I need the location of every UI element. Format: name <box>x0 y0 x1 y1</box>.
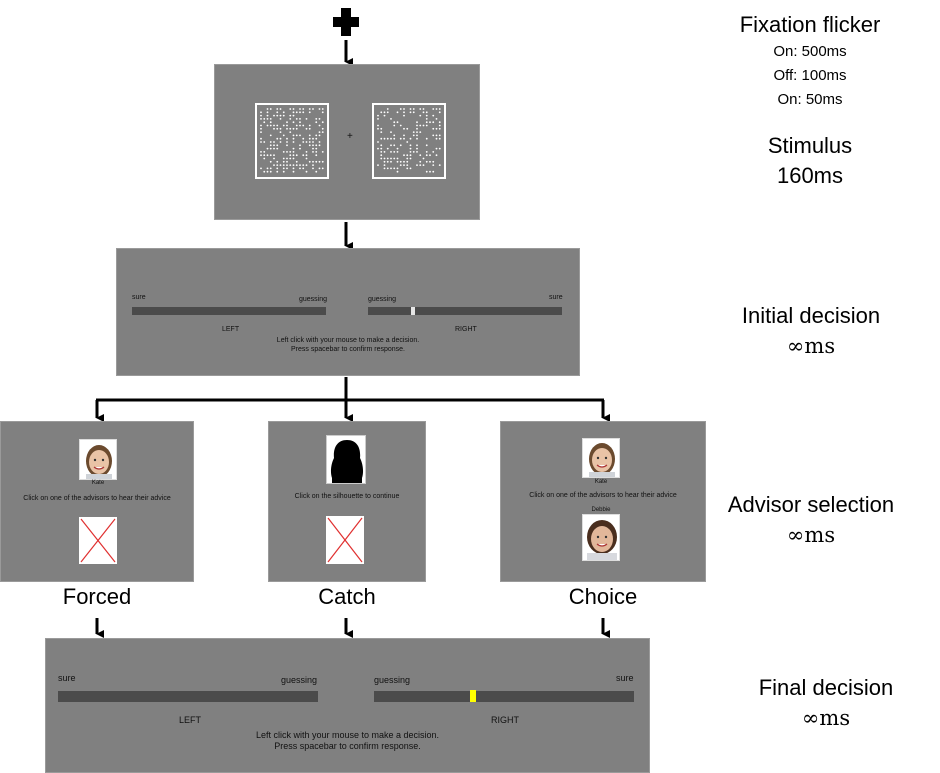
timing-fixation-line-1: On: 500ms <box>773 43 847 60</box>
face-icon <box>86 445 112 479</box>
choice-advisor-name-1: Kate <box>594 479 608 485</box>
silhouette-icon <box>330 440 364 483</box>
advisor-debbie-photo[interactable] <box>582 514 620 561</box>
timing-stimulus-duration: 160ms <box>776 163 844 188</box>
choice-advisor-name-2: Debbie <box>591 507 611 513</box>
timing-fixation-title: Fixation flicker <box>739 12 881 37</box>
final-left-guessing: guessing <box>281 675 318 685</box>
advisor-kate-photo[interactable] <box>79 439 117 480</box>
final-right-guessing: guessing <box>374 675 411 685</box>
final-instructions: Left click with your mouse to make a dec… <box>46 730 649 753</box>
timing-advisor-title: Advisor selection <box>727 492 895 517</box>
final-instruction-2: Press spacebar to confirm response. <box>274 741 421 752</box>
unavailable-advisor-icon <box>79 517 117 564</box>
timing-initial-title: Initial decision <box>741 303 881 328</box>
fixation-cross-icon <box>333 8 359 36</box>
final-left-scale[interactable] <box>58 691 318 702</box>
initial-right-label: RIGHT <box>455 326 477 333</box>
advisor-catch-screen: Click on the silhouette to continue <box>268 421 426 582</box>
timing-initial: Initial decision ∞ms <box>711 301 911 361</box>
final-left-label: LEFT <box>179 715 202 725</box>
timing-stimulus: Stimulus 160ms <box>720 131 900 191</box>
timing-advisor-duration: ∞ms <box>786 523 836 547</box>
timing-advisor: Advisor selection ∞ms <box>711 490 911 550</box>
dot-patch-left <box>255 103 329 179</box>
initial-right-scale[interactable] <box>368 307 562 315</box>
final-right-label: RIGHT <box>491 715 519 725</box>
initial-left-guessing: guessing <box>299 296 328 303</box>
silhouette-photo[interactable] <box>326 435 366 484</box>
initial-right-guessing: guessing <box>368 296 397 303</box>
timing-fixation-line-3: On: 50ms <box>777 91 843 108</box>
choice-instruction: Click on one of the advisors to hear the… <box>529 492 677 499</box>
timing-final: Final decision ∞ms <box>726 673 926 733</box>
timing-final-title: Final decision <box>758 675 894 700</box>
final-instruction-1: Left click with your mouse to make a dec… <box>255 730 440 740</box>
initial-instructions: Left click with your mouse to make a dec… <box>117 337 579 355</box>
timing-initial-duration: ∞ms <box>786 334 836 358</box>
final-response-marker[interactable] <box>470 690 477 702</box>
timing-stimulus-title: Stimulus <box>767 133 853 158</box>
initial-instruction-2: Press spacebar to confirm response. <box>291 345 405 353</box>
unavailable-advisor-icon <box>326 516 364 564</box>
initial-left-scale[interactable] <box>132 307 326 315</box>
final-right-scale[interactable] <box>374 690 634 702</box>
forced-advisor-name: Kate <box>91 480 105 486</box>
forced-instruction: Click on one of the advisors to hear the… <box>23 495 171 502</box>
advisor-choice-screen: Kate Click on one of the advisors to hea… <box>500 421 706 582</box>
timing-fixation: Fixation flicker On: 500ms Off: 100ms On… <box>720 10 900 112</box>
label-forced: Forced <box>62 584 132 609</box>
advisor-forced-screen: Kate Click on one of the advisors to hea… <box>0 421 194 582</box>
advisor-kate-photo[interactable] <box>582 438 620 478</box>
stimulus-fixation: + <box>347 131 353 142</box>
final-left-sure: sure <box>58 673 76 683</box>
initial-decision-screen: sure guessing guessing sure LEFT RIGHT L… <box>116 248 580 376</box>
initial-right-sure: sure <box>549 294 563 301</box>
final-right-sure: sure <box>616 673 634 683</box>
label-choice: Choice <box>568 584 638 609</box>
face-icon <box>587 520 617 560</box>
initial-left-sure: sure <box>132 294 146 301</box>
dot-patch-right <box>372 103 446 179</box>
label-catch: Catch <box>318 584 376 609</box>
face-icon <box>589 443 615 477</box>
stimulus-screen: + <box>214 64 480 220</box>
initial-response-marker[interactable] <box>410 307 415 315</box>
final-decision-screen: sure guessing guessing sure LEFT RIGHT L… <box>45 638 650 773</box>
initial-instruction-1: Left click with your mouse to make a dec… <box>276 337 420 344</box>
catch-instruction: Click on the silhouette to continue <box>294 493 400 500</box>
timing-final-duration: ∞ms <box>801 706 851 730</box>
timing-fixation-line-2: Off: 100ms <box>773 67 847 84</box>
initial-left-label: LEFT <box>222 326 240 333</box>
